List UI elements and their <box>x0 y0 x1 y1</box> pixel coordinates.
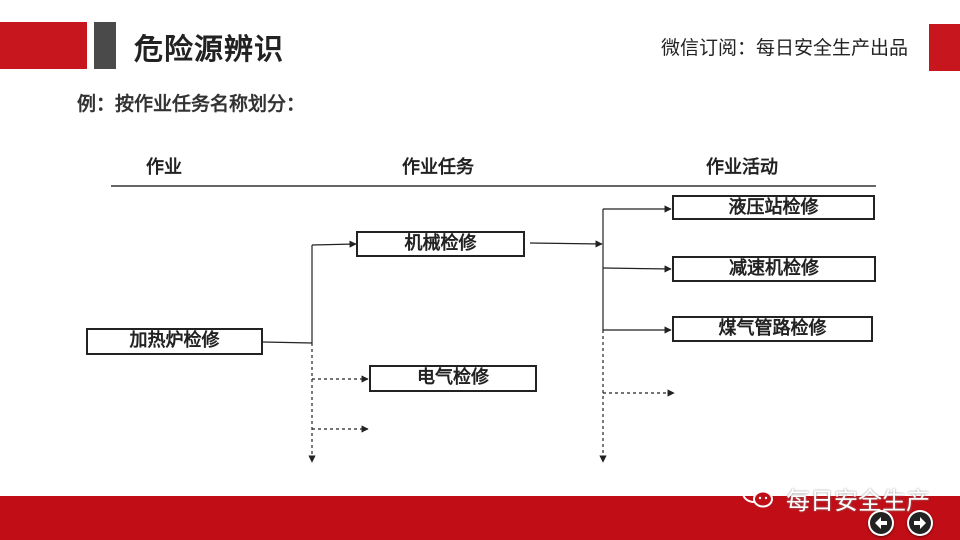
column-header-work: 作业 <box>146 157 182 178</box>
prev-icon <box>870 512 892 534</box>
wechat-icon <box>742 483 773 508</box>
page-title: 危险源辨识 <box>134 32 285 66</box>
footer-bar <box>0 496 960 540</box>
node-task-mechanical: 机械检修 <box>356 231 525 257</box>
next-icon <box>909 512 931 534</box>
node-root: 加热炉检修 <box>86 328 263 355</box>
next-button[interactable] <box>907 510 933 536</box>
node-activity-hydraulic: 液压站检修 <box>672 195 875 220</box>
header-red-block-right <box>929 24 960 71</box>
header-red-block-left <box>0 22 87 69</box>
node-activity-gas: 煤气管路检修 <box>672 316 873 342</box>
prev-button[interactable] <box>868 510 894 536</box>
arrow-mechanical-to-trunk <box>529 240 603 248</box>
example-label: 例：按作业任务名称划分： <box>77 93 306 115</box>
arrow-to-reducer <box>602 265 672 273</box>
column-header-task: 作业任务 <box>402 157 474 178</box>
node-task-electrical: 电气检修 <box>369 365 537 392</box>
column-header-activity: 作业活动 <box>706 157 778 178</box>
arrow-to-mechanical <box>311 240 357 248</box>
node-activity-reducer: 减速机检修 <box>672 256 876 282</box>
header-dark-bar <box>94 22 116 69</box>
footer-brand: 每日安全生产 <box>786 487 930 515</box>
connector-root <box>262 341 313 344</box>
subscribe-note: 微信订阅：每日安全生产出品 <box>660 37 908 59</box>
